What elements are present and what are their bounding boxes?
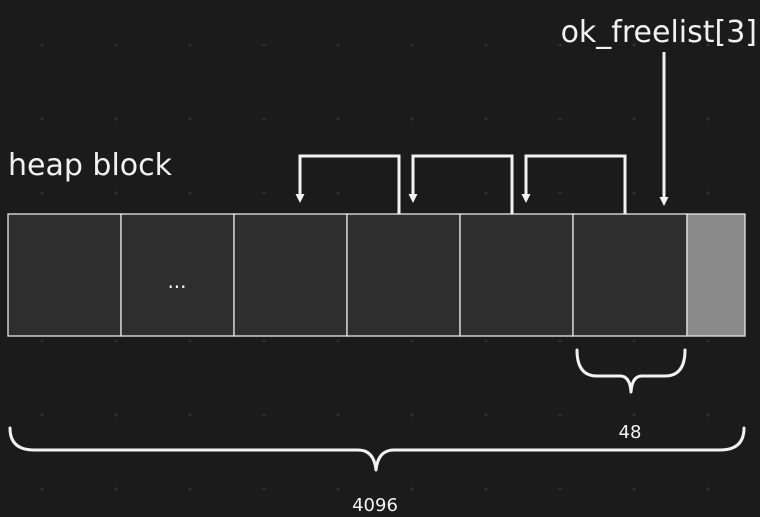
freelist-label: ok_freelist[3]	[561, 15, 757, 50]
total-size-brace	[8, 426, 746, 472]
cell-6-metadata	[686, 213, 746, 337]
small-size-brace	[575, 348, 687, 394]
ellipsis-text: ...	[167, 269, 186, 293]
cell-2	[233, 213, 348, 337]
small-size-label: 48	[619, 422, 642, 443]
freelist-links	[295, 154, 627, 214]
freelist-link-arrow-3	[295, 154, 401, 214]
cell-3	[346, 213, 461, 337]
heap-block-label: heap block	[8, 148, 173, 183]
cell-5	[572, 213, 688, 337]
total-size-label: 4096	[352, 495, 398, 516]
heap-block-row	[7, 213, 746, 337]
cell-0	[7, 213, 122, 337]
cell-4	[459, 213, 574, 337]
cell-1	[120, 213, 235, 337]
freelist-link-arrow-1	[521, 154, 627, 214]
freelist-link-arrow-2	[408, 154, 514, 214]
